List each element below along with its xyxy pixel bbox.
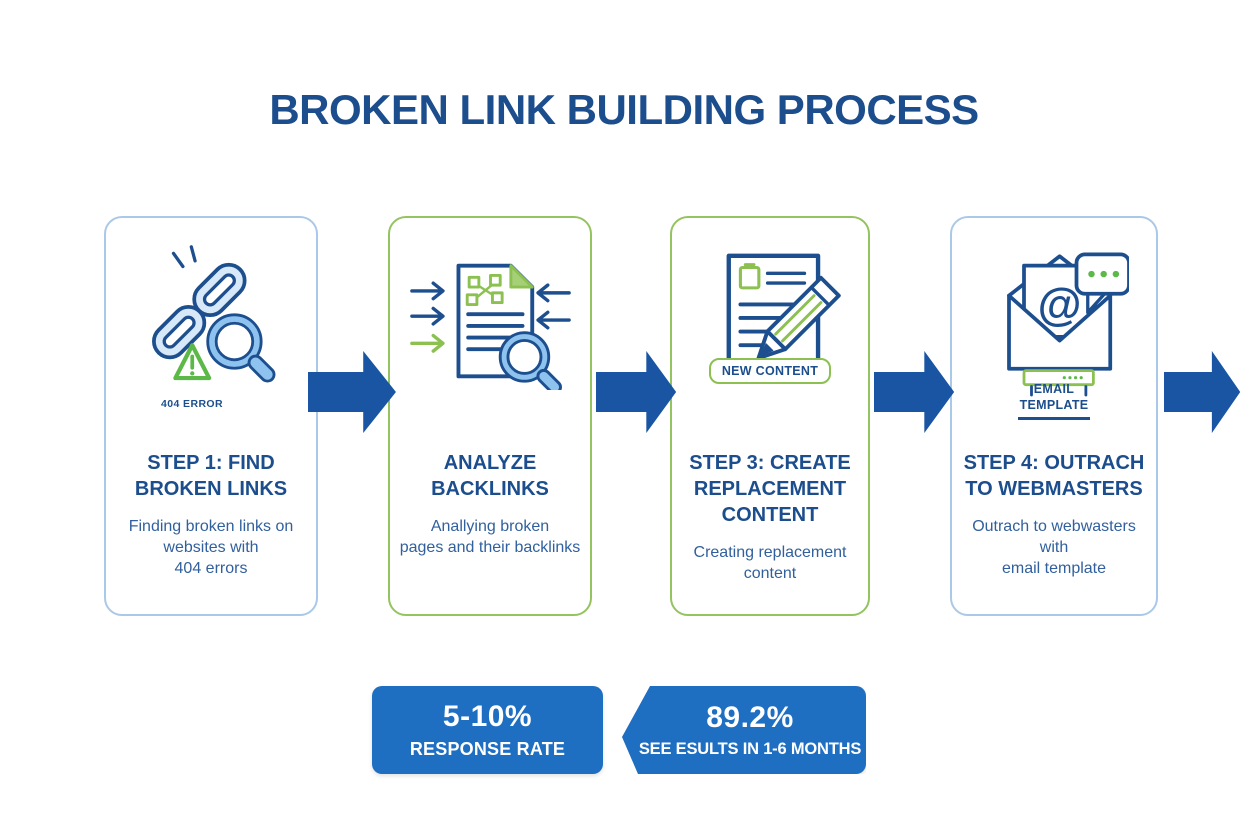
step4-desc-line: email template [1001,560,1107,578]
step3-description: Creating replacement content [678,542,862,584]
pencil-icon [756,275,841,361]
step1-title: STEP 1: FIND BROKEN LINKS [135,450,287,502]
flow-arrow-2 [596,351,677,433]
warning-triangle-icon [173,343,212,381]
step4-title-line: STEP 4: OUTRACH [963,452,1145,474]
email-template-label-line: TEMPLATE [1019,397,1089,412]
email-template-label: EMAIL TEMPLATE [1018,382,1090,421]
step4-title: STEP 4: OUTRACH TO WEBMASTERS [964,450,1145,502]
step1-desc-line: 404 errors [174,560,248,578]
step3-title: STEP 3: CREATE REPLACEMENT CONTENT [689,450,851,528]
email-template-underline [1018,417,1090,421]
page-thumbnail-icon [738,263,760,290]
speech-bubble-icon [1074,252,1129,315]
step1-description: Finding broken links on websites with 40… [129,516,294,579]
step4-icon-area: @ [952,218,1156,450]
email-outreach-icon: @ [1007,252,1129,397]
stat-results-timeline-label: SEE ESULTS IN 1-6 MONTHS [638,740,862,758]
step-card-1: 404 ERROR STEP 1: FIND BROKEN LINKS Find… [104,216,318,616]
break-spark-lines [171,245,197,269]
broken-link-search-icon [152,245,276,383]
step3-desc-line: Creating replacement content [693,544,847,583]
step1-title-line: BROKEN LINKS [134,478,288,500]
step-card-4: @ [950,216,1158,616]
step2-icon-area [390,218,590,450]
step1-icon-area: 404 ERROR [106,218,316,450]
step1-title-line: STEP 1: FIND [147,452,275,474]
stat-response-rate-value: 5-10% [442,700,533,733]
step2-description: Anallying broken pages and their backlin… [400,516,581,558]
step-card-2: ANALYZE BACKLINKS Anallying broken pages… [388,216,592,616]
chain-link-upper [192,262,247,318]
magnifier-icon [206,313,276,383]
step2-desc-line: pages and their backlinks [399,539,581,557]
step1-desc-line: Finding broken links on [128,518,294,535]
step3-icon-area: NEW CONTENT [672,218,868,450]
stat-results-timeline-value: 89.2% [706,701,794,734]
chain-link-lower [152,305,207,360]
step2-title-line: ANALYZE [443,452,537,474]
email-template-label-line: EMAIL [1033,382,1075,396]
step3-title-line: STEP 3: CREATE [689,452,851,474]
incoming-arrows-right [535,283,571,330]
step1-desc-line: websites with [163,539,259,557]
step4-description: Outrach to webwasters with email templat… [958,516,1150,579]
flow-arrow-3 [874,351,955,433]
step4-desc-line: Outrach to webwasters with [972,518,1136,557]
step2-desc-line: Anallying broken [430,518,550,535]
document-text-lines [465,312,524,352]
new-content-badge: NEW CONTENT [708,358,832,384]
404-error-label: 404 ERROR [161,398,223,410]
magnifier-icon [498,331,562,390]
stat-results-timeline: 89.2% SEE ESULTS IN 1-6 MONTHS [622,686,866,774]
incoming-arrows-left [409,281,445,353]
new-content-pencil-icon [726,253,841,375]
at-sign-glyph: @ [1038,279,1082,330]
analyze-backlinks-icon [409,263,571,390]
step2-title-line: BACKLINKS [431,478,549,500]
step2-title: ANALYZE BACKLINKS [431,450,549,502]
stat-response-rate: 5-10% RESPONSE RATE [372,686,603,774]
email-template-bar-icon [1022,369,1095,397]
step4-title-line: TO WEBMASTERS [965,478,1143,500]
flow-arrow-1 [308,351,396,433]
stat-response-rate-label: RESPONSE RATE [409,739,566,759]
step3-title-line: CONTENT [721,504,819,526]
node-cluster-icon [465,273,504,306]
flow-arrow-4 [1164,351,1241,433]
step3-title-line: REPLACEMENT [693,478,847,500]
page-title: BROKEN LINK BUILDING PROCESS [269,86,979,133]
document-text-lines [737,271,806,348]
step-card-3: NEW CONTENT STEP 3: CREATE REPLACEMENT C… [670,216,870,616]
